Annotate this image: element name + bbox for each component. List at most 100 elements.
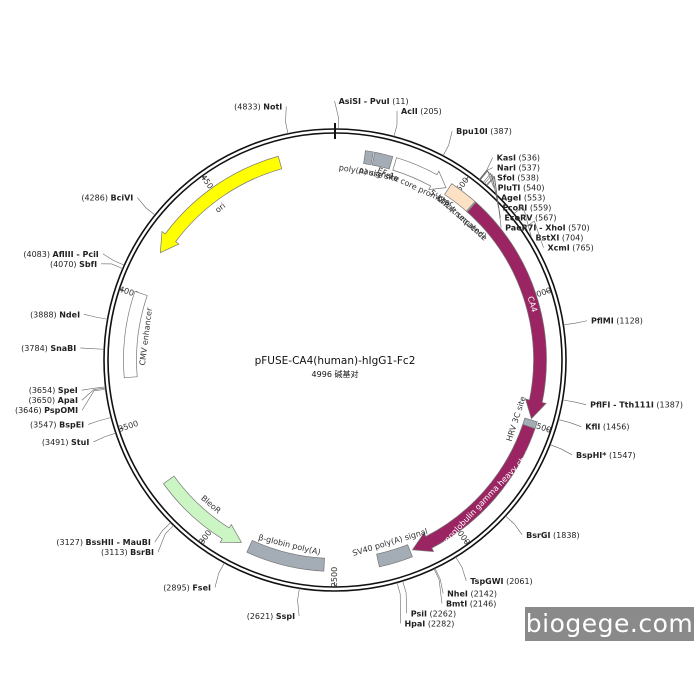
site-ndei: (3888) NdeI bbox=[30, 310, 80, 319]
scale-tick bbox=[119, 288, 125, 291]
site-bsrgi: BsrGI (1838) bbox=[526, 530, 580, 539]
site-position: (2146) bbox=[467, 599, 496, 608]
site-leader-line bbox=[83, 314, 108, 320]
site-name: BsrGI bbox=[526, 530, 550, 539]
feature-label-ori: ori bbox=[213, 201, 227, 214]
site-kfli: KflI (1456) bbox=[585, 422, 629, 431]
site-name: EcoRV bbox=[504, 213, 533, 222]
site-name: PaeR7I - XhoI bbox=[505, 223, 565, 232]
site-bstxi: BstXI (704) bbox=[536, 233, 584, 242]
site-position: (2262) bbox=[427, 609, 456, 618]
site-leader-line bbox=[513, 205, 532, 238]
site-name: AsiSI - PvuI bbox=[339, 97, 390, 106]
site-leader-line bbox=[563, 320, 588, 326]
site-hpai: HpaI (2282) bbox=[404, 619, 454, 628]
site-position: (559) bbox=[527, 203, 551, 212]
feature-immunoglobulin-gamma-heavy-chain-3 bbox=[411, 424, 536, 553]
plasmid-length: 4996 碱基对 bbox=[312, 369, 359, 379]
site-bpu10i: Bpu10I (387) bbox=[456, 127, 512, 136]
site-name: SspI bbox=[276, 611, 295, 620]
site-paer7i-xhoi: PaeR7I - XhoI (570) bbox=[505, 223, 589, 232]
site-sspi: (2621) SspI bbox=[247, 611, 295, 620]
site-name: NdeI bbox=[59, 310, 80, 319]
site-position: (2142) bbox=[468, 589, 497, 598]
site-name: SbfI bbox=[79, 259, 97, 268]
site-sbfi: (4070) SbfI bbox=[50, 259, 97, 268]
site-name: BstXI bbox=[536, 233, 560, 242]
site-asisi-pvui: AsiSI - PvuI (11) bbox=[339, 97, 409, 106]
site-name: PflFI - Tth111I bbox=[590, 400, 654, 409]
site-name: BspHI* bbox=[576, 450, 607, 459]
feature-poly-a-signal bbox=[363, 150, 374, 166]
site-name: EcoRI bbox=[502, 203, 527, 212]
site-leader-line bbox=[484, 173, 499, 208]
feature-sv40-poly-a-signal bbox=[376, 544, 413, 568]
site-bcivi: (4286) BciVI bbox=[81, 193, 133, 202]
feature-bleor bbox=[162, 475, 243, 543]
site-position: (553) bbox=[521, 193, 545, 202]
site-position: (567) bbox=[532, 213, 556, 222]
site-leader-line bbox=[505, 515, 523, 535]
site-ecori: EcoRI (559) bbox=[502, 203, 551, 212]
scale-tick bbox=[202, 175, 206, 181]
site-leader-line bbox=[558, 419, 582, 427]
site-position: (4833) bbox=[234, 102, 263, 111]
site-pspomi: (3646) PspOMI bbox=[15, 406, 78, 415]
site-kasi: KasI (536) bbox=[497, 153, 540, 162]
plasmid-name: pFUSE-CA4(human)-hIgG1-Fc2 bbox=[255, 355, 416, 367]
site-position: (3650) bbox=[28, 396, 57, 405]
site-position: (1547) bbox=[606, 450, 635, 459]
site-position: (1128) bbox=[614, 316, 643, 325]
site-fsei: (2895) FseI bbox=[163, 583, 211, 592]
site-leader-line bbox=[434, 568, 444, 594]
site-ecorv: EcoRV (567) bbox=[504, 213, 556, 222]
feature-label-ca4: CA4 bbox=[526, 295, 539, 313]
site-leader-line bbox=[154, 522, 171, 543]
site-name: BsrBI bbox=[130, 548, 154, 557]
site-name: AgeI bbox=[501, 193, 521, 202]
site-name: KflI bbox=[585, 422, 600, 431]
site-leader-line bbox=[93, 432, 116, 443]
site-pflfi-tth111i: PflFI - Tth111I (1387) bbox=[590, 400, 683, 409]
site-leader-line bbox=[396, 582, 401, 624]
scale-tick bbox=[546, 289, 552, 292]
site-position: (3888) bbox=[30, 310, 59, 319]
site-name: BspEI bbox=[59, 420, 84, 429]
site-psii: PsiI (2262) bbox=[411, 609, 456, 618]
site-leader-line bbox=[81, 387, 106, 401]
site-name: SpeI bbox=[58, 386, 78, 395]
site-position: (3127) bbox=[56, 538, 85, 547]
site-name: SnaBI bbox=[50, 343, 76, 352]
site-spei: (3654) SpeI bbox=[29, 386, 78, 395]
site-leader-line bbox=[81, 386, 106, 391]
site-name: Bpu10I bbox=[456, 127, 488, 136]
site-position: (3654) bbox=[29, 386, 58, 395]
site-leader-line bbox=[157, 525, 174, 553]
site-position: (205) bbox=[418, 107, 442, 116]
site-snabi: (3784) SnaBI bbox=[21, 343, 76, 352]
feature-ca4 bbox=[466, 201, 547, 420]
site-name: NotI bbox=[263, 102, 282, 111]
site-leader-line bbox=[549, 444, 573, 456]
site-leader-line bbox=[334, 100, 339, 130]
site-leader-line bbox=[285, 106, 289, 134]
site-position: (2621) bbox=[247, 611, 276, 620]
feature-pause-site bbox=[371, 151, 394, 170]
site-nari: NarI (537) bbox=[497, 163, 540, 172]
site-name: StuI bbox=[71, 437, 89, 446]
site-position: (3646) bbox=[15, 406, 44, 415]
site-name: FseI bbox=[192, 583, 211, 592]
watermark-logo: biogege.com bbox=[525, 607, 694, 641]
feature-globin-poly-a bbox=[246, 539, 325, 572]
scale-tick bbox=[545, 428, 551, 431]
site-bsshii-maubi: (3127) BssHII - MauBI bbox=[56, 538, 150, 547]
site-position: (4286) bbox=[81, 193, 110, 202]
site-leader-line bbox=[88, 417, 112, 425]
scale-tick bbox=[465, 176, 469, 181]
site-pflmi: PflMI (1128) bbox=[591, 316, 643, 325]
site-position: (570) bbox=[566, 223, 590, 232]
site-position: (3547) bbox=[30, 420, 59, 429]
site-position: (3784) bbox=[21, 343, 50, 352]
site-leader-line bbox=[393, 111, 398, 137]
site-name: ApaI bbox=[58, 396, 78, 405]
